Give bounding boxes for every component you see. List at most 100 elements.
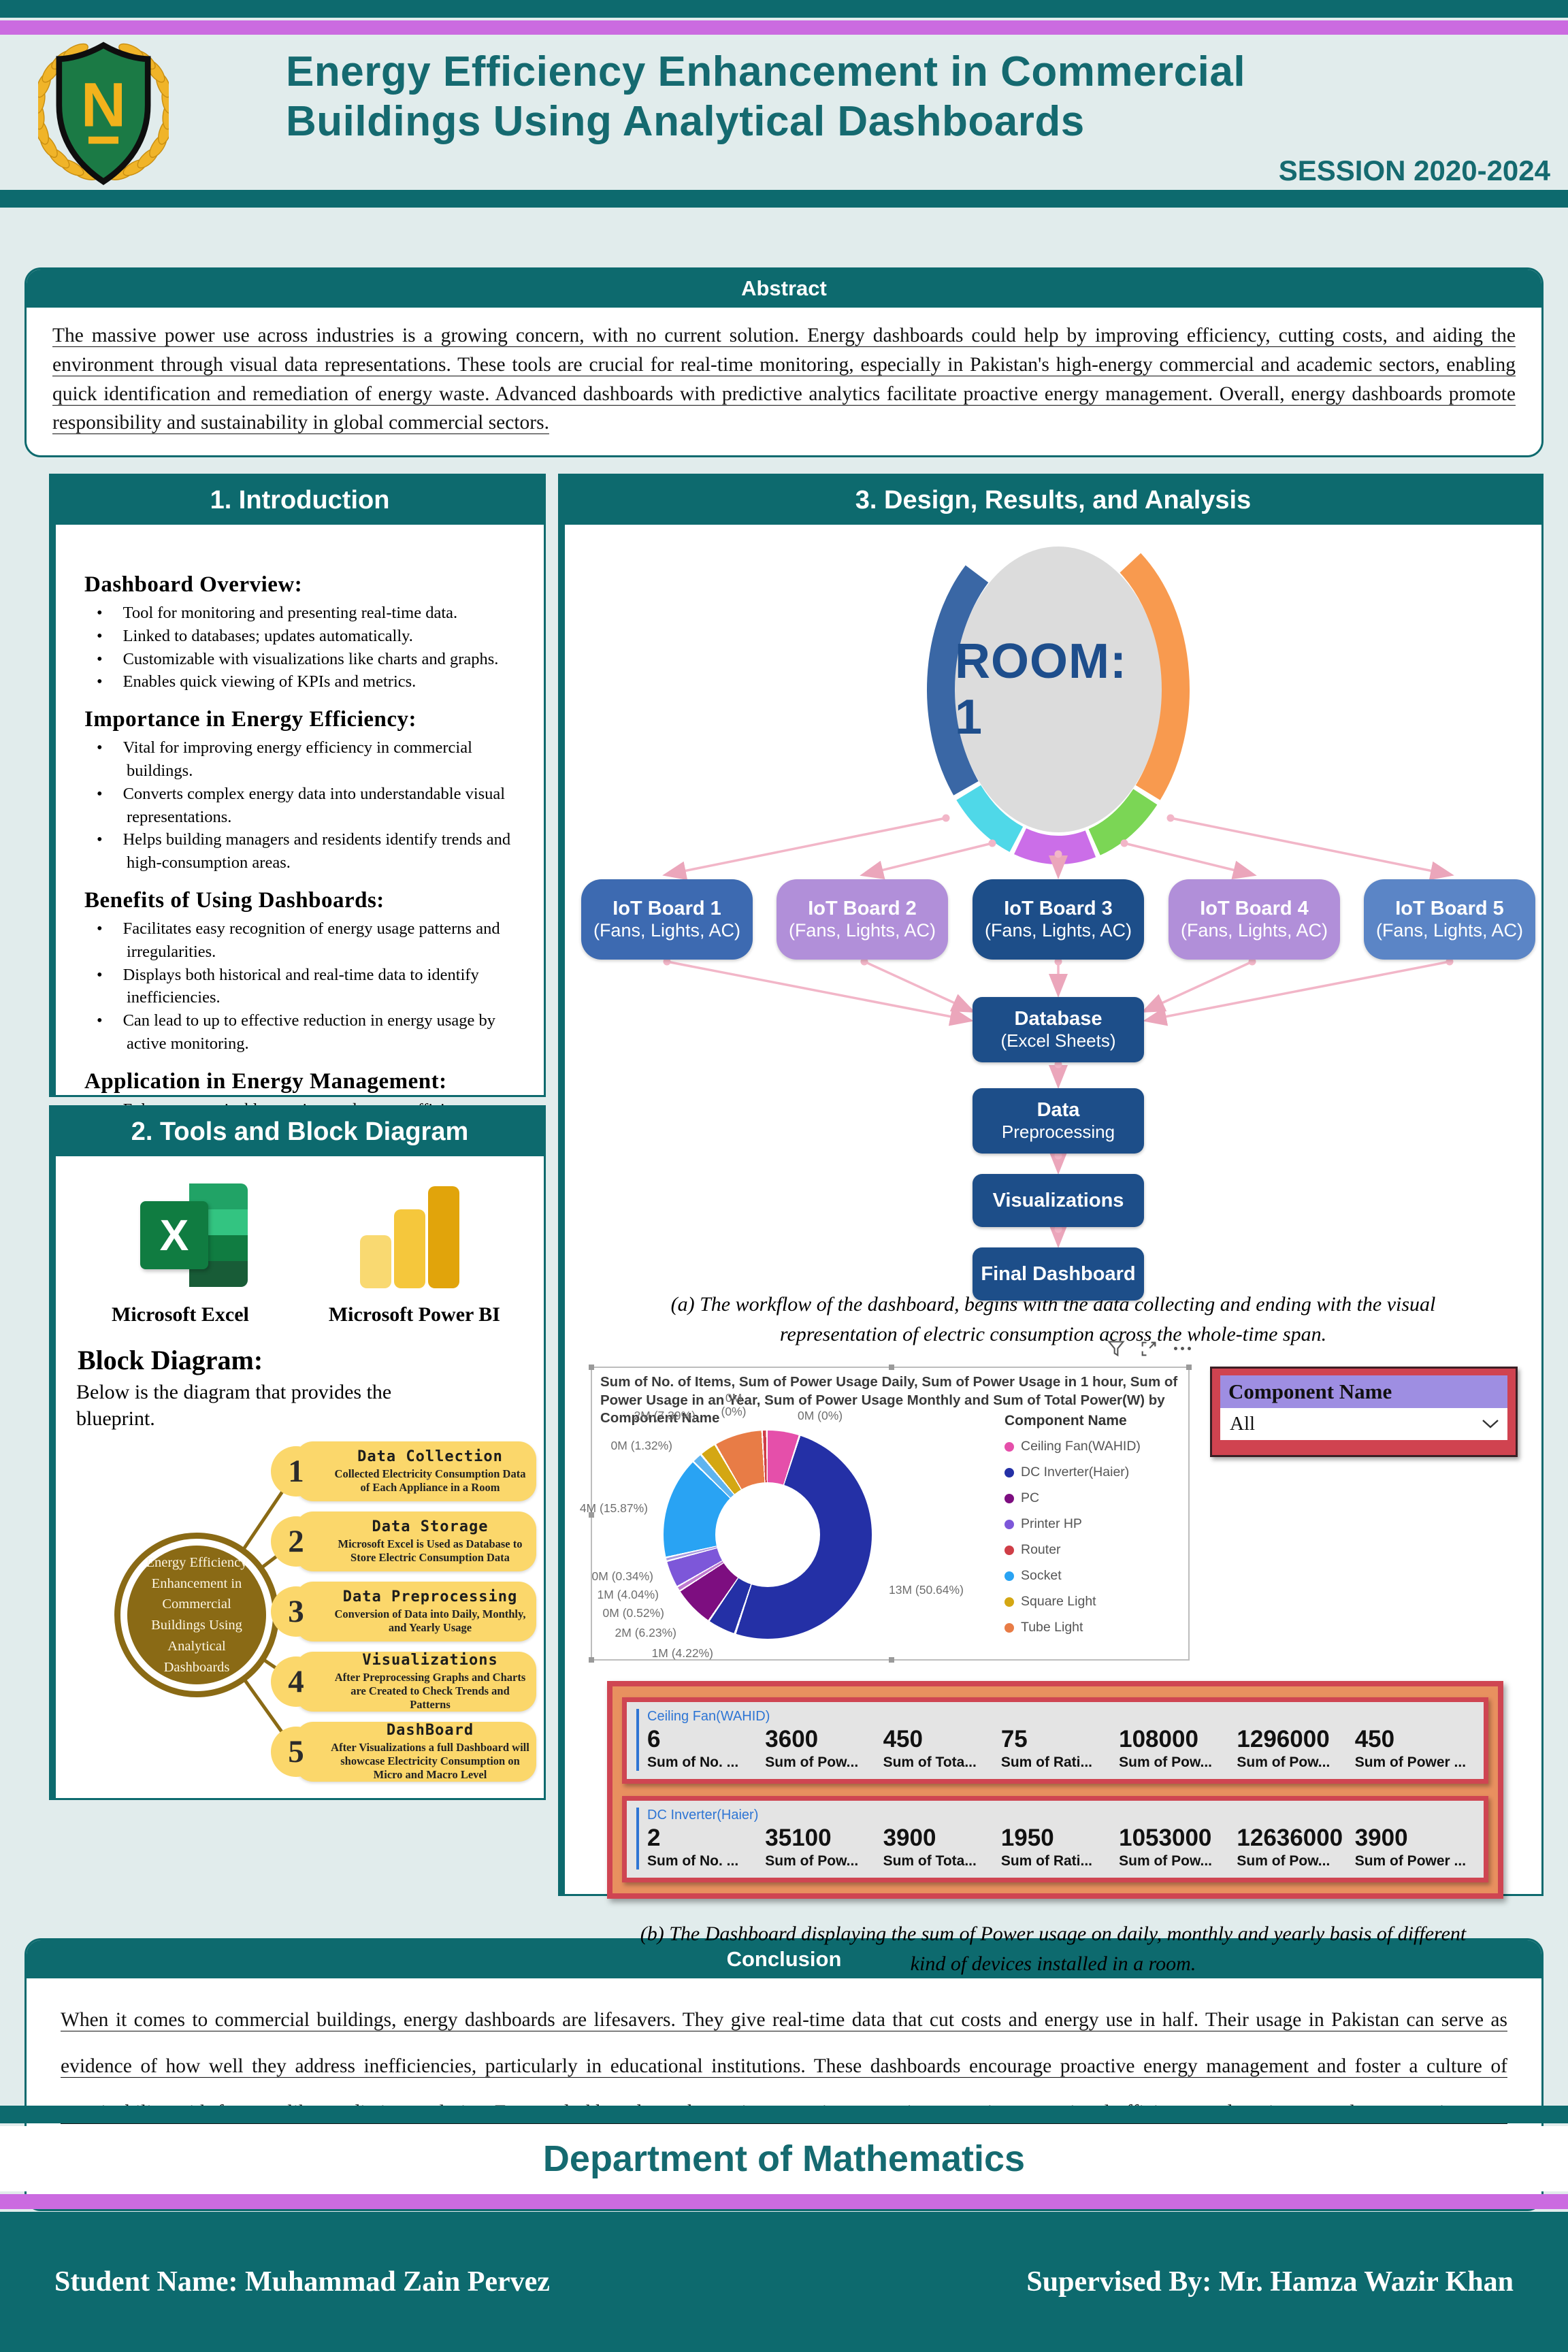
slicer-dropdown[interactable]: All <box>1220 1408 1507 1441</box>
flow-step-label: (Excel Sheets) <box>1000 1030 1116 1051</box>
selection-handle <box>589 1512 594 1518</box>
iot-board-sub: (Fans, Lights, AC) <box>1375 920 1524 941</box>
caption-a: (a) The workflow of the dashboard, begin… <box>670 1293 1436 1345</box>
header-bottom-bar <box>0 190 1568 208</box>
donut-data-label: 4M (15.87%) <box>579 1501 648 1516</box>
measure-value: 12636000 <box>1237 1825 1343 1852</box>
intro-bullet: Helps building managers and residents id… <box>84 828 517 875</box>
measure-value: 1053000 <box>1119 1825 1212 1852</box>
block-step-number: 4 <box>271 1656 321 1708</box>
donut-data-label: 2M (7.39%) <box>634 1409 696 1423</box>
measure-label: Sum of Rati... <box>1000 1754 1093 1771</box>
measure-label: Sum of Pow... <box>765 1853 859 1869</box>
legend-dot-icon <box>1004 1519 1014 1529</box>
measure-label: Sum of Power ... <box>1354 1754 1467 1771</box>
measure-label: Sum of Pow... <box>765 1754 859 1771</box>
tools-panel: 2. Tools and Block Diagram X <box>49 1105 546 1801</box>
block-step-desc: After Preprocessing Graphs and Charts ar… <box>334 1671 526 1711</box>
flow-step: Database(Excel Sheets) <box>973 997 1144 1063</box>
block-diagram-intro: Below is the diagram that provides the b… <box>76 1381 392 1431</box>
iot-board-label: IoT Board 2 <box>808 898 917 920</box>
iot-board-sub: (Fans, Lights, AC) <box>788 920 936 941</box>
chart-legend: Component Name Ceiling Fan(WAHID)DC Inve… <box>1004 1413 1141 1646</box>
donut-chart <box>664 1431 872 1639</box>
measure-value: 75 <box>1000 1726 1028 1753</box>
iot-board-label: IoT Board 3 <box>1004 898 1113 920</box>
donut-data-label: 1M (4.22%) <box>651 1646 713 1661</box>
room-ellipse: ROOM: 1 <box>955 546 1162 833</box>
iot-board: IoT Board 4(Fans, Lights, AC) <box>1169 879 1340 960</box>
block-step-title: Data Collection <box>357 1448 503 1466</box>
design-body: ROOM: 1 IoT Board 1(Fans, Lights, AC)IoT… <box>565 525 1541 1975</box>
abstract-text: The massive power use across industries … <box>52 325 1516 434</box>
measure-label: Sum of Tota... <box>883 1853 977 1869</box>
legend-dot-icon <box>1004 1622 1014 1633</box>
intro-bullet: Vital for improving energy efficiency in… <box>84 736 517 783</box>
measure-value: 1950 <box>1000 1825 1054 1852</box>
measure-label: Sum of Pow... <box>1119 1754 1213 1771</box>
focus-mode-icon[interactable] <box>1139 1339 1158 1358</box>
legend-dot-icon <box>1004 1571 1014 1581</box>
filter-icon[interactable] <box>1107 1339 1126 1358</box>
measure-label: Sum of Pow... <box>1119 1853 1213 1869</box>
legend-label: Router <box>1021 1542 1061 1558</box>
measure-value: 108000 <box>1119 1726 1198 1753</box>
legend-title: Component Name <box>1004 1413 1127 1429</box>
intro-section-title: Application in Energy Management: <box>84 1068 447 1094</box>
legend-label: Printer HP <box>1021 1516 1082 1532</box>
block-step-number: 3 <box>271 1586 321 1637</box>
flow-step-label: Preprocessing <box>1001 1122 1115 1143</box>
tools-body: X Microsoft Excel Microsoft Power BI Blo… <box>56 1156 544 1798</box>
more-options-icon[interactable] <box>1172 1343 1192 1355</box>
flow-step: Final Dashboard <box>973 1247 1144 1301</box>
poster-title: Energy Efficiency Enhancement in Commerc… <box>286 48 1246 146</box>
legend-dot-icon <box>1004 1597 1014 1607</box>
top-bar <box>0 0 1568 18</box>
legend-label: Socket <box>1021 1568 1062 1584</box>
legend-label: Square Light <box>1021 1594 1096 1610</box>
flow-step-label: Data <box>1036 1099 1080 1122</box>
block-step-desc: Collected Electricity Consumption Data o… <box>334 1467 526 1494</box>
chart-title: Sum of No. of Items, Sum of Power Usage … <box>600 1374 1178 1426</box>
intro-bullet: Linked to databases; updates automatical… <box>84 625 517 648</box>
tools-heading: 2. Tools and Block Diagram <box>56 1107 544 1157</box>
header: N Energy Efficiency Enhancement in Comme… <box>0 35 1568 190</box>
introduction-heading: 1. Introduction <box>56 476 544 525</box>
introduction-panel: 1. Introduction Dashboard Overview:Tool … <box>49 474 546 1369</box>
iot-board-sub: (Fans, Lights, AC) <box>984 920 1132 941</box>
slicer-value: All <box>1230 1413 1256 1435</box>
flow-step: Visualizations <box>973 1174 1144 1228</box>
measure-value: 3900 <box>1354 1825 1408 1852</box>
measure-value: 450 <box>883 1726 923 1753</box>
abstract-heading: Abstract <box>27 270 1541 308</box>
introduction-body: Dashboard Overview:Tool for monitoring a… <box>56 525 544 1369</box>
iot-board-label: IoT Board 1 <box>612 898 721 920</box>
block-center-circle: Energy Efficiency Enhancement in Commerc… <box>127 1546 266 1685</box>
footer-top-bar <box>0 2106 1568 2123</box>
session-label: SESSION 2020-2024 <box>1278 154 1550 186</box>
iot-board-sub: (Fans, Lights, AC) <box>1180 920 1328 941</box>
donut-data-label: 2M (6.23%) <box>615 1626 676 1640</box>
legend-dot-icon <box>1004 1467 1014 1477</box>
intro-section: Benefits of Using Dashboards:Facilitates… <box>84 888 517 1056</box>
slicer-title: Component Name <box>1220 1375 1507 1409</box>
intro-bullet: Displays both historical and real-time d… <box>84 964 517 1010</box>
powerbi-icon <box>352 1179 466 1294</box>
block-step-desc: After Visualizations a full Dashboard wi… <box>331 1741 529 1781</box>
legend-label: Tube Light <box>1021 1620 1083 1635</box>
block-step-desc: Microsoft Excel is Used as Database to S… <box>338 1537 523 1565</box>
abstract-panel: Abstract The massive power use across in… <box>24 267 1544 458</box>
legend-item: Ceiling Fan(WAHID) <box>1004 1439 1141 1454</box>
conclusion-heading: Conclusion <box>27 1940 1541 1979</box>
chevron-down-icon <box>1482 1420 1499 1428</box>
